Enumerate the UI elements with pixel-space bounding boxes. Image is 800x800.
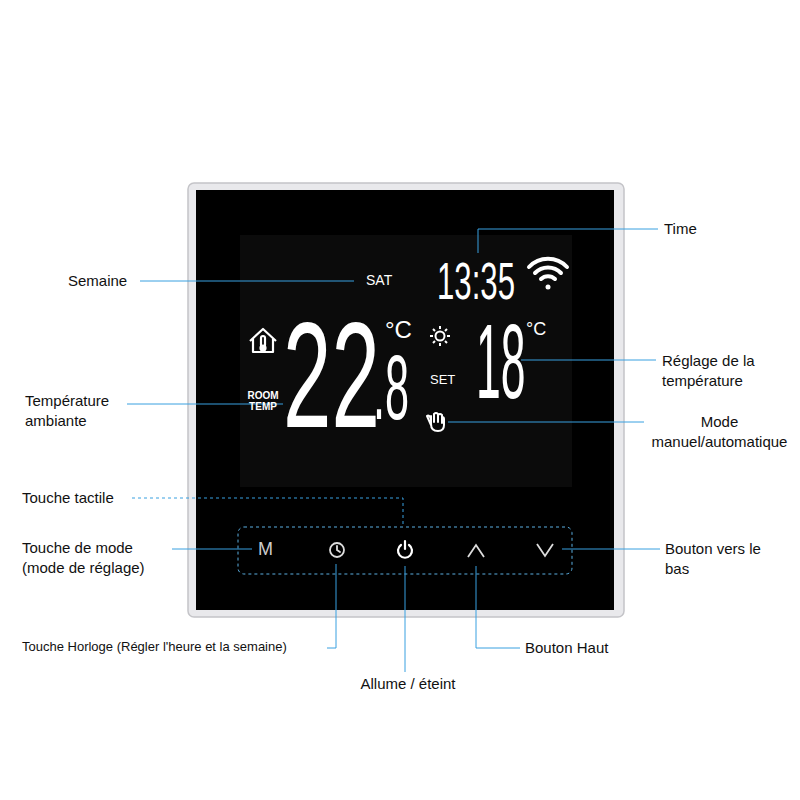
room-temp-decimal: .8	[373, 343, 409, 433]
hand-icon	[427, 413, 444, 431]
mode-key-letter: M	[258, 540, 273, 558]
callout-label: Bouton Haut	[523, 638, 610, 658]
callout-label: Bouton vers le bas	[663, 539, 785, 578]
clock-digits: 13:35	[437, 255, 515, 307]
unit-text: °C	[385, 318, 412, 342]
callout-label: Touche de mode (mode de réglage)	[20, 538, 172, 577]
callout-label: Semaine	[66, 271, 129, 291]
device-face	[196, 190, 614, 610]
display-area	[240, 235, 572, 487]
callout-label: Touche Horloge (Régler l'heure et la sem…	[20, 639, 289, 656]
down-key	[537, 544, 553, 556]
callout-label: Time	[662, 219, 699, 239]
callout-label: Température ambiante	[23, 391, 127, 430]
room-temp-digits: 22	[283, 300, 380, 450]
weekday-text: SAT	[366, 273, 392, 287]
unit-text: °C	[526, 320, 546, 338]
set-caption: SET	[430, 373, 455, 386]
power-key	[398, 541, 412, 558]
set-temp-digits: 18	[476, 308, 526, 414]
up-key	[468, 545, 484, 557]
room-temp-caption: ROOM TEMP	[246, 390, 280, 412]
clock-key	[330, 543, 344, 557]
device-frame	[188, 183, 624, 617]
callout-label: Mode manuel/automatique	[645, 412, 794, 451]
callout-label: Réglage de la température	[660, 351, 782, 390]
callout-label: Touche tactile	[20, 488, 116, 508]
thermostat-display: SAT13:3522.8°CROOM TEMP18°CSETM	[196, 190, 614, 610]
leader-lines	[125, 229, 660, 672]
callout-label: Allume / éteint	[348, 674, 468, 694]
wifi-icon	[529, 259, 567, 290]
house-icon	[250, 329, 276, 352]
sun-icon	[430, 326, 450, 346]
